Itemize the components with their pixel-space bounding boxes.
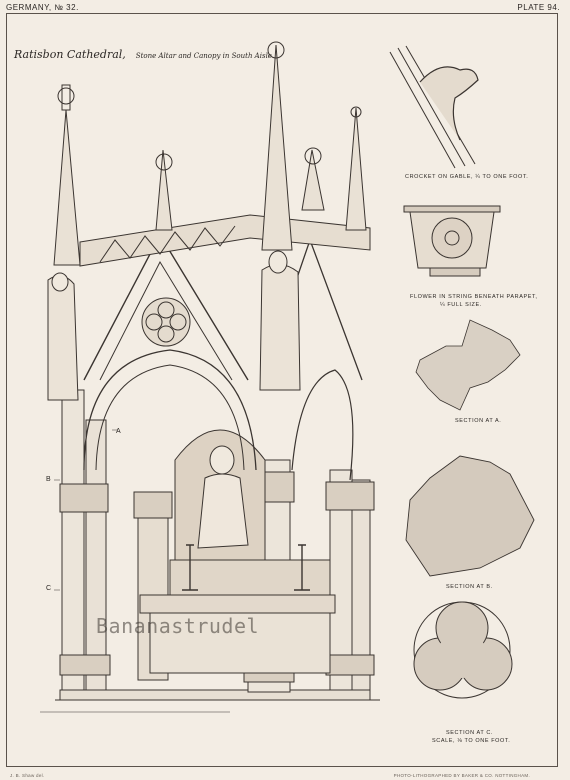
section-c-shape: [413, 601, 513, 699]
plate-border: [6, 13, 558, 767]
footer-printer: PHOTO-LITHOGRAPHED BY BAKER & CO. NOTTIN…: [393, 773, 530, 778]
title-main: Ratisbon Cathedral,: [14, 48, 126, 61]
watermark: Bananastrudel: [96, 614, 260, 638]
scale-caption: SCALE, ⅛ TO ONE FOOT.: [432, 738, 511, 744]
plate-title: Ratisbon Cathedral, Stone Altar and Canop…: [14, 48, 274, 61]
section-b-shape: [405, 455, 535, 577]
title-sub: Stone Altar and Canopy in South Aisle.: [135, 52, 275, 60]
flower-caption-line1: FLOWER IN STRING BENEATH PARAPET,: [410, 294, 538, 300]
section-c-caption: SECTION AT C.: [446, 730, 494, 736]
section-b-caption: SECTION AT B.: [446, 584, 493, 590]
plate-series-label: GERMANY, № 32.: [6, 3, 79, 12]
label-c: C: [46, 585, 52, 592]
label-a: A: [116, 428, 121, 435]
flower-caption-line2: ¼ FULL SIZE.: [440, 302, 482, 308]
section-a-caption: SECTION AT A.: [455, 418, 502, 424]
crocket-detail: [389, 45, 479, 169]
flower-detail: [403, 205, 501, 277]
plate-number: PLATE 94.: [517, 3, 560, 12]
label-b: B: [46, 476, 51, 483]
crocket-caption: CROCKET ON GABLE, ¼ TO ONE FOOT.: [405, 174, 529, 180]
section-a-shape: [415, 319, 521, 411]
footer-credit: J. B. Shaw del.: [10, 773, 45, 778]
